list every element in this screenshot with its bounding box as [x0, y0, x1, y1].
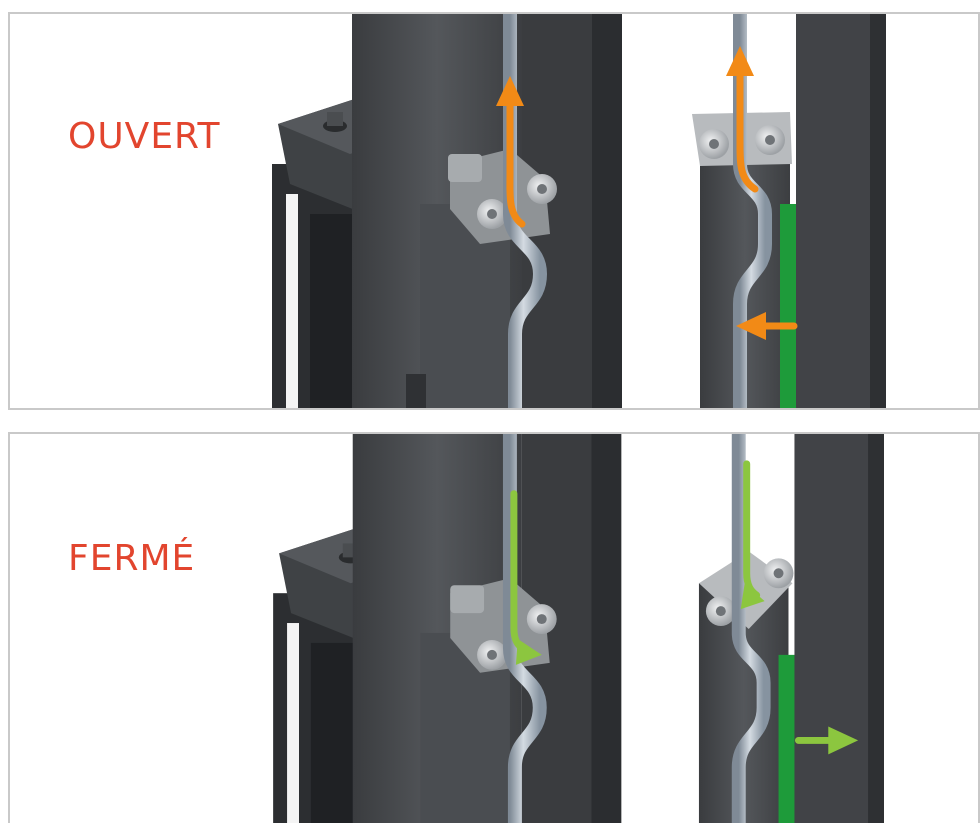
- panel-label-closed: FERMÉ: [68, 538, 196, 579]
- arrow-up-icon: [726, 46, 759, 193]
- latch-rod-right: [731, 434, 771, 823]
- latch-rod-left: [502, 434, 547, 823]
- bracket-left: [448, 149, 557, 244]
- latch-open-illustration: [272, 14, 886, 408]
- seal-strip-green: [780, 204, 798, 408]
- panel-closed: FERMÉ: [8, 432, 980, 823]
- panel-open: OUVERT: [8, 12, 980, 410]
- arrow-down-icon: [510, 490, 542, 665]
- arrow-left-icon: [736, 312, 798, 340]
- latch-closed-illustration: [273, 434, 884, 823]
- arrow-up-icon: [496, 76, 526, 228]
- seal-strip-green: [778, 654, 797, 823]
- arrow-down-icon: [740, 460, 765, 610]
- panel-label-open: OUVERT: [68, 116, 221, 157]
- arrow-right-icon: [794, 726, 859, 755]
- latch-rod-left: [503, 14, 548, 408]
- post-right: [698, 434, 884, 823]
